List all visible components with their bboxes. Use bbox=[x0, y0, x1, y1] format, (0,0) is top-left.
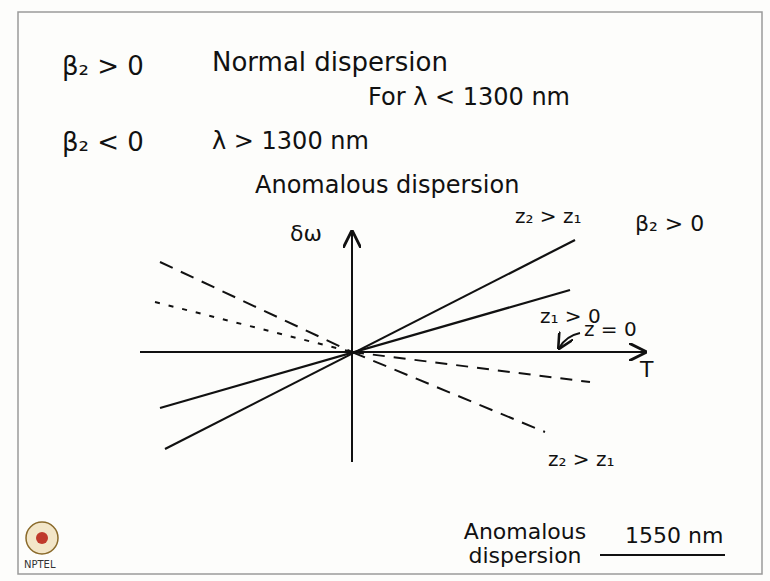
handwritten-label: Anomalous dispersion bbox=[455, 520, 595, 568]
logo bbox=[26, 522, 58, 554]
handwritten-label: For λ < 1300 nm bbox=[368, 84, 570, 110]
anomalous-line-z1 bbox=[155, 302, 352, 352]
anomalous-line-z2 bbox=[160, 262, 352, 352]
leader-arrow bbox=[559, 333, 580, 348]
anomalous-line-z1 bbox=[352, 352, 590, 382]
anomalous-line-z2 bbox=[352, 352, 545, 432]
handwritten-label: z₂ > z₁ bbox=[548, 448, 615, 470]
handwritten-label: β₂ > 0 bbox=[635, 212, 704, 236]
handwritten-label: λ > 1300 nm bbox=[212, 128, 369, 154]
handwritten-label: β₂ > 0 bbox=[62, 52, 144, 81]
logo bbox=[36, 532, 48, 544]
handwritten-label: 1550 nm bbox=[625, 524, 723, 548]
handwritten-label: z₂ > z₁ bbox=[515, 205, 582, 227]
underline bbox=[600, 554, 725, 556]
delta-omega-axis bbox=[351, 232, 353, 462]
logo-text: NPTEL bbox=[24, 559, 56, 570]
chirp-line-z2 bbox=[165, 240, 575, 449]
handwritten-label: β₂ < 0 bbox=[62, 128, 144, 157]
time-axis bbox=[140, 351, 645, 353]
handwritten-label: δω bbox=[290, 222, 322, 246]
handwritten-label: Normal dispersion bbox=[212, 48, 448, 77]
page-frame bbox=[18, 12, 762, 574]
chirp-line-z1 bbox=[160, 290, 570, 408]
handwritten-label: z = 0 bbox=[584, 318, 637, 340]
handwritten-label: Anomalous dispersion bbox=[255, 172, 519, 198]
handwritten-label: T bbox=[640, 358, 653, 382]
